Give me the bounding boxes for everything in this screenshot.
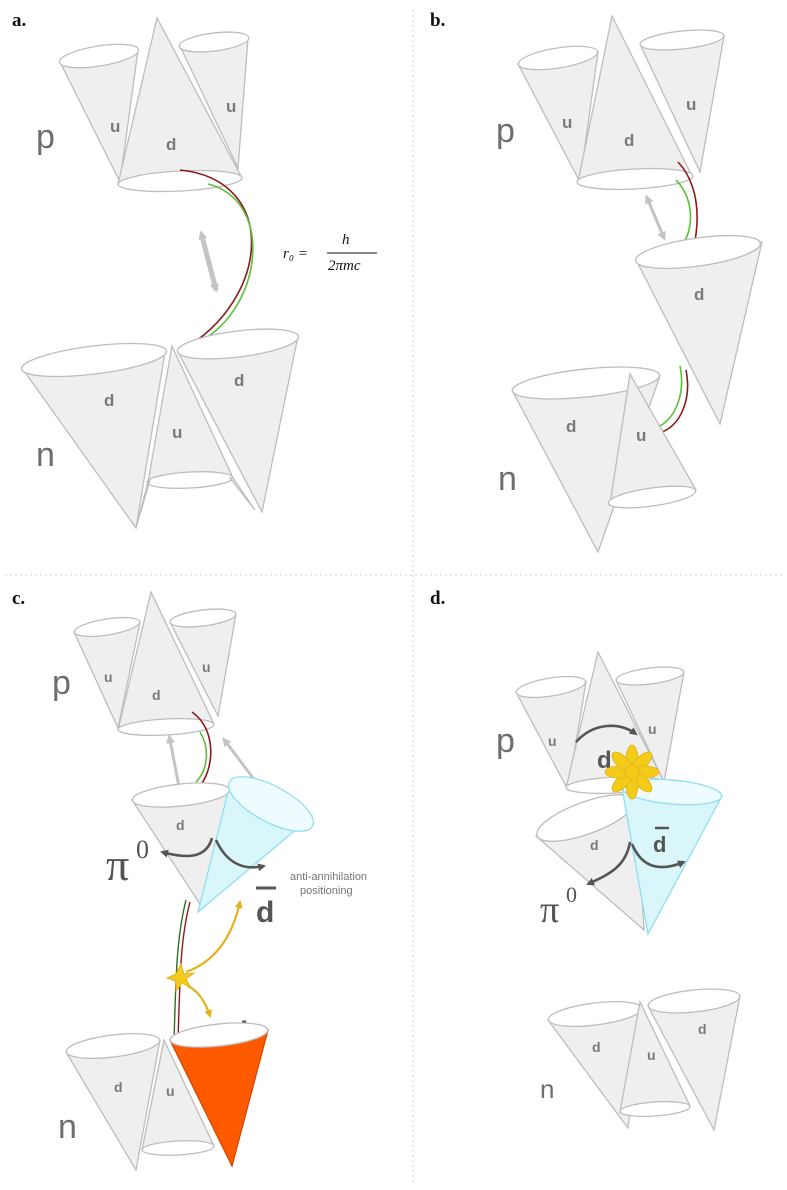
nucleon-label-p: p (52, 664, 71, 702)
pion-label: π 0 (106, 835, 149, 890)
nucleon-label-p: p (496, 112, 515, 150)
quark-label: u (166, 1083, 175, 1099)
neutron-d: d u d n (540, 985, 741, 1130)
quark-label: d (698, 1021, 707, 1037)
pion-symbol: π (540, 889, 559, 931)
panel-c: c. u u d p d (12, 588, 367, 1170)
nucleon-label-p: p (496, 722, 515, 760)
quark-label: d (590, 837, 599, 853)
color-string-red (180, 170, 252, 350)
quark-cone-d-left: d (20, 337, 168, 528)
quark-label: u (110, 117, 120, 136)
panel-b-label: b. (430, 10, 445, 31)
spark-icon (605, 745, 659, 799)
neutron-b: d u n (498, 361, 697, 552)
quark-label: d (624, 131, 634, 150)
quark-label: u (104, 669, 113, 685)
color-string-green (660, 366, 682, 426)
quark-label: u (686, 95, 696, 114)
neutron-a: d u d n (20, 324, 300, 528)
neutron-c: d u n (58, 1019, 269, 1170)
nucleon-label-n: n (58, 1108, 77, 1146)
note-line-2: positioning (300, 885, 353, 897)
antiquark-letter: d (653, 832, 666, 857)
color-string-green (196, 732, 206, 782)
quark-arrow (188, 986, 210, 1016)
note-line-1: anti-annihilation (290, 871, 367, 883)
quark-label: d (152, 687, 161, 703)
quark-label: u (548, 733, 557, 749)
formula-denominator: 2πmc (328, 258, 361, 274)
quark-label: u (562, 113, 572, 132)
proton-c: u u d p (52, 592, 237, 738)
formula: r₀ = h 2πmc (283, 232, 377, 274)
quark-label: d (234, 371, 244, 390)
panel-d: d. u u p d d (430, 588, 741, 1130)
quark-label: d (566, 417, 576, 436)
pion-label: π 0 (540, 882, 577, 931)
formula-lhs: r₀ = (283, 246, 308, 262)
panel-d-label: d. (430, 588, 445, 609)
quark-label: u (647, 1047, 656, 1063)
quark-label: d (114, 1079, 123, 1095)
antiquark-letter: d (256, 896, 274, 929)
quark-label: u (202, 659, 211, 675)
pion-superscript: 0 (566, 882, 577, 907)
panel-a: a. u u d p r₀ = (12, 10, 377, 528)
quark-label: d (176, 817, 185, 833)
nucleon-label-p: p (36, 118, 55, 156)
quark-label: d (592, 1039, 601, 1055)
antiquark-arrow (186, 902, 240, 972)
color-string-green (206, 184, 253, 338)
formula-numerator: h (342, 232, 350, 248)
nucleon-label-n: n (36, 436, 55, 474)
pion-symbol: π (106, 839, 129, 890)
quark-label: d (166, 135, 176, 154)
quark-label: d (694, 285, 704, 304)
proton-a: u u d p (36, 18, 250, 194)
nucleon-label-n: n (498, 460, 517, 498)
antiquark-label: d (256, 888, 276, 929)
proton-b: u u d p (496, 16, 725, 192)
quark-label: u (226, 97, 236, 116)
nucleon-label-n: n (540, 1074, 554, 1104)
pion-superscript: 0 (136, 835, 149, 864)
quark-label: u (172, 423, 182, 442)
panel-b: b. u u d p d (430, 10, 762, 552)
panel-a-label: a. (12, 10, 26, 31)
distance-arrow (648, 200, 664, 238)
distance-arrow (202, 236, 216, 290)
quark-label: d (104, 391, 114, 410)
quark-label: u (636, 426, 646, 445)
quark-label: u (648, 721, 657, 737)
panel-c-label: c. (12, 588, 25, 609)
